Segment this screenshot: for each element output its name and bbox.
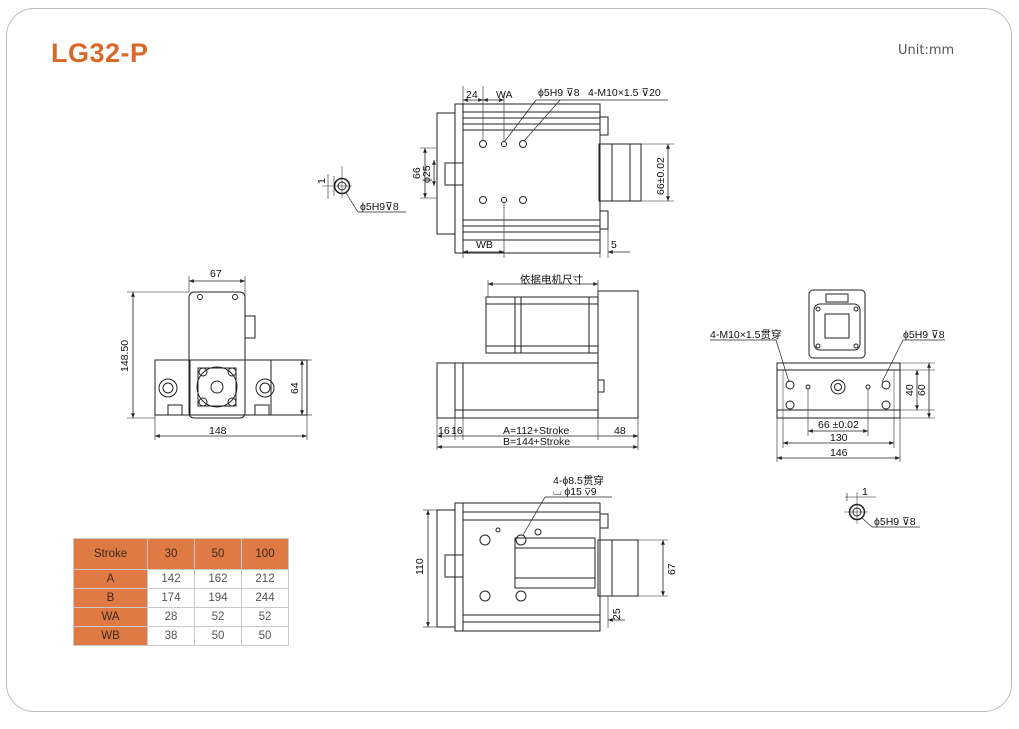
table-header-cell: 100 <box>241 538 289 570</box>
row-label: WB <box>73 626 148 646</box>
dim-wa: WA <box>496 89 513 101</box>
detail-b-labels: 1 ϕ5H9 ⊽8 <box>862 486 916 528</box>
through-note: 4-ϕ8.5贯穿 <box>553 474 604 487</box>
right-hole-note: ϕ5H9 ⊽8 <box>903 329 945 341</box>
detail-b-note: ϕ5H9 ⊽8 <box>874 516 916 528</box>
dim-66-tol: 66±0.02 <box>655 157 667 195</box>
table-header-cell: 50 <box>194 538 242 570</box>
dim-67-bottom: 67 <box>666 563 678 575</box>
right-view <box>710 289 945 462</box>
row-label: WA <box>73 607 148 627</box>
end-view <box>127 276 312 440</box>
dim-148-50: 148.50 <box>119 340 131 372</box>
side-view <box>436 280 639 450</box>
unit-label: Unit:mm <box>898 43 955 58</box>
table-cell: 50 <box>194 626 242 646</box>
dim-110: 110 <box>414 558 426 575</box>
detail-a-note: ϕ5H9⊽8 <box>360 201 399 213</box>
dim-a: A=112+Stroke <box>503 425 570 437</box>
table-cell: 38 <box>147 626 195 646</box>
dim-148: 148 <box>209 425 227 437</box>
dim-16a: 16 <box>438 425 450 437</box>
dim-25-bottom: 25 <box>611 608 623 620</box>
table-row: B 174 194 244 <box>73 588 289 608</box>
motor-note: 依据电机尺寸 <box>520 273 583 286</box>
row-label: B <box>73 588 148 608</box>
hole-note: ϕ5H9 ⊽8 <box>538 87 580 99</box>
dim-d25: ϕ25 <box>421 165 433 183</box>
dim-66-tol-right: 66 ±0.02 <box>818 419 859 431</box>
table-header-row: Stroke 30 50 100 <box>73 538 289 570</box>
stroke-table: Stroke 30 50 100 A 142 162 212 B 174 194… <box>73 538 289 646</box>
dim-b: B=144+Stroke <box>503 436 570 448</box>
table-cell: 52 <box>241 607 289 627</box>
table-cell: 194 <box>194 588 242 608</box>
table-cell: 244 <box>241 588 289 608</box>
detail-a <box>322 166 406 213</box>
page-title: LG32-P <box>51 38 149 68</box>
bottom-view-labels: 4-ϕ8.5贯穿 ⌴ ϕ15 ⊽9 110 67 25 <box>414 474 678 620</box>
table-cell: 142 <box>147 569 195 589</box>
dim-67: 67 <box>210 268 222 280</box>
detail-b-dim-1: 1 <box>862 486 868 498</box>
dim-wb: WB <box>476 239 493 251</box>
table-cell: 212 <box>241 569 289 589</box>
table-row: A 142 162 212 <box>73 569 289 589</box>
table-cell: 174 <box>147 588 195 608</box>
table-cell: 50 <box>241 626 289 646</box>
table-cell: 162 <box>194 569 242 589</box>
dim-5: 5 <box>611 239 617 251</box>
table-row: WB 38 50 50 <box>73 626 289 646</box>
dim-66: 66 <box>411 167 423 179</box>
top-view-labels: 24 WA ϕ5H9 ⊽8 4-M10×1.5 ⊽20 66 ϕ25 66±0.… <box>411 87 667 251</box>
table-cell: 52 <box>194 607 242 627</box>
detail-a-labels: 1 ϕ5H9⊽8 <box>316 178 399 213</box>
cbore-note: ⌴ ϕ15 ⊽9 <box>553 486 597 498</box>
right-view-labels: 4-M10×1.5贯穿 ϕ5H9 ⊽8 40 60 66 ±0.02 130 1… <box>710 328 945 459</box>
dim-64: 64 <box>289 382 301 394</box>
bottom-view <box>423 496 668 632</box>
dim-146: 146 <box>830 447 848 459</box>
dim-60: 60 <box>916 384 928 396</box>
end-view-labels: 67 148.50 64 148 <box>119 268 301 437</box>
right-tap-note: 4-M10×1.5贯穿 <box>710 328 782 341</box>
dim-40: 40 <box>904 384 916 396</box>
tap-note: 4-M10×1.5 ⊽20 <box>588 87 661 99</box>
detail-a-dim-1: 1 <box>316 178 328 184</box>
page-frame <box>6 8 1012 712</box>
table-row: WA 28 52 52 <box>73 607 289 627</box>
table-header-cell: Stroke <box>73 538 148 570</box>
top-view <box>420 86 674 258</box>
dim-16b: 16 <box>451 425 463 437</box>
dim-48: 48 <box>614 425 626 437</box>
row-label: A <box>73 569 148 589</box>
table-cell: 28 <box>147 607 195 627</box>
table-header-cell: 30 <box>147 538 195 570</box>
side-view-labels: 依据电机尺寸 16 16 A=112+Stroke B=144+Stroke 4… <box>438 273 626 448</box>
dim-130: 130 <box>830 432 848 444</box>
dim-24: 24 <box>466 89 478 101</box>
detail-b <box>844 492 920 528</box>
